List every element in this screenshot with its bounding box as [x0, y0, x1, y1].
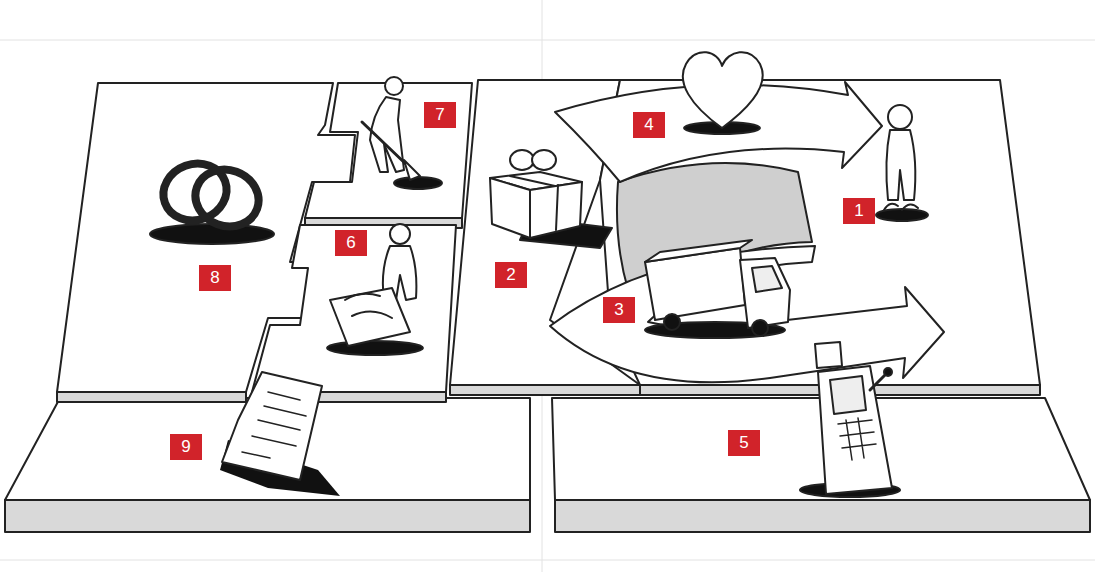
- callout-number: 1: [843, 198, 875, 224]
- callout-number: 8: [199, 265, 231, 291]
- callout-number: 6: [335, 230, 367, 256]
- callout-number: 5: [728, 430, 760, 456]
- callout-number: 7: [424, 102, 456, 128]
- callout-number: 9: [170, 434, 202, 460]
- callout-number: 3: [603, 297, 635, 323]
- callout-number: 4: [633, 112, 665, 138]
- callout-number: 2: [495, 262, 527, 288]
